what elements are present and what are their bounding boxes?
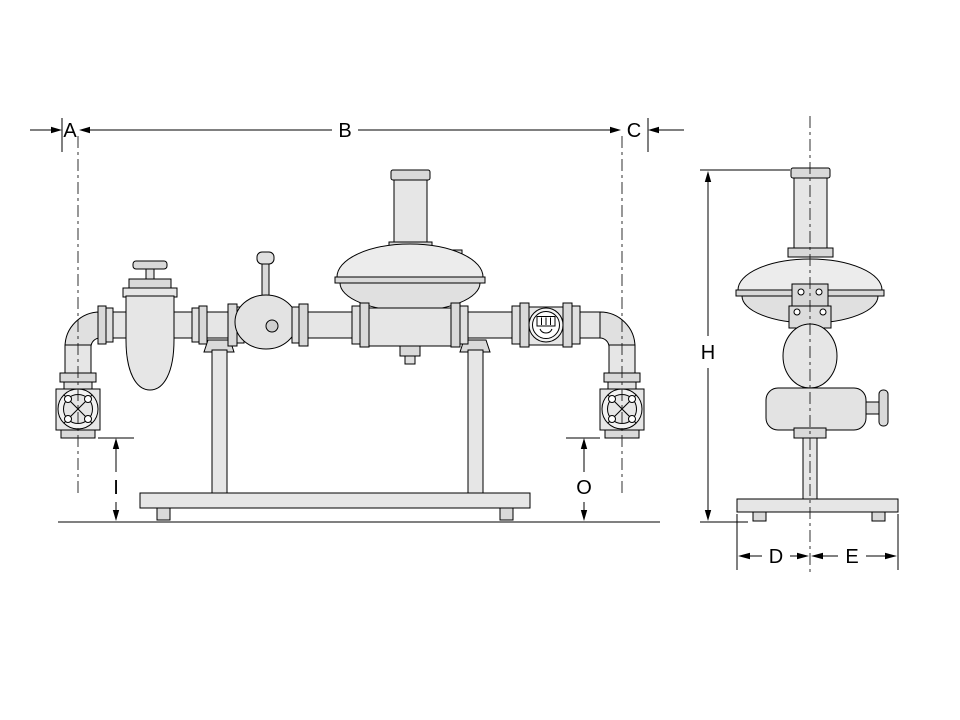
dim-label-o: O [576, 477, 592, 499]
base-skid [139, 492, 531, 509]
foot [752, 511, 767, 522]
dim-e: E [811, 514, 899, 570]
flange-joint [97, 305, 114, 345]
base-plate-side [736, 498, 899, 513]
outlet-body-side [765, 387, 867, 431]
dim-label-b: B [338, 120, 351, 142]
dim-c: C [627, 118, 684, 152]
spring-case [393, 179, 428, 246]
outlet-elbow [599, 311, 636, 374]
dim-i: I [98, 437, 134, 521]
front-view: A B C I [30, 118, 684, 523]
side-view: H D E [700, 116, 899, 576]
dim-b: B [79, 120, 621, 142]
drain-plug [265, 319, 279, 333]
dim-h: H [700, 169, 790, 521]
dim-o: O [566, 437, 600, 521]
handwheel [878, 389, 889, 427]
outlet-flange-connector [599, 372, 645, 439]
dim-a: A [30, 118, 77, 152]
dome-upper-side [737, 258, 883, 291]
dome-rim [334, 276, 486, 284]
strainer [122, 260, 178, 391]
base-side [736, 498, 899, 522]
dim-label-a: A [63, 120, 77, 142]
foot [871, 511, 886, 522]
regulator-body [368, 307, 452, 347]
dim-label-d: D [769, 546, 783, 568]
foot [499, 507, 514, 521]
gas-meter [511, 302, 581, 348]
inlet-elbow [64, 311, 101, 374]
dim-label-i: I [113, 477, 119, 499]
diaphragm-dome-upper [336, 243, 484, 278]
dim-label-c: C [627, 120, 641, 142]
spring-case-cap [390, 169, 431, 181]
spring-case-cap-side [790, 167, 831, 179]
flange-joint [191, 305, 208, 345]
dim-label-h: H [701, 342, 715, 364]
foot [156, 507, 171, 521]
regulator-side [735, 167, 889, 500]
dim-label-e: E [845, 546, 858, 568]
spring-case-side [793, 177, 828, 253]
support-stand [139, 339, 531, 521]
pressure-regulator [334, 169, 486, 365]
dim-d: D [736, 514, 809, 570]
shutoff-valve [227, 251, 309, 350]
